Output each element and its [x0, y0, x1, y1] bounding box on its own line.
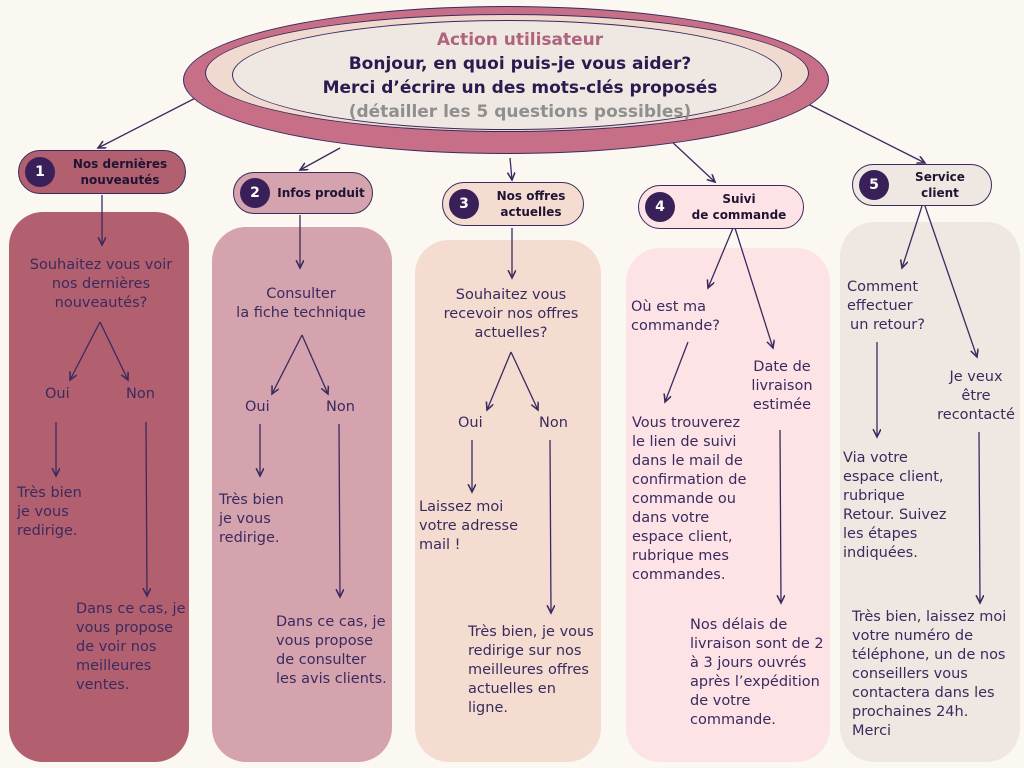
header-line-1: Bonjour, en quoi puis-je vous aider? — [348, 54, 692, 74]
column-5-background — [840, 222, 1020, 762]
column-5-question-1: Comment effectuer un retour? — [847, 279, 925, 333]
column-3-no-answer: Très bien, je vous redirige sur nos meil… — [468, 624, 594, 716]
column-3-yes: Oui — [458, 415, 483, 431]
category-4-pill[interactable]: 4 Suivi de commande — [638, 185, 804, 229]
column-4-question-2: Date de livraison estimée — [751, 359, 813, 413]
column-2-question: Consulter la fiche technique — [236, 286, 366, 321]
header-title: Action utilisateur — [436, 30, 604, 50]
column-3-question: Souhaitez vous recevoir nos offres actue… — [443, 287, 579, 341]
category-4-label-line1: Suivi — [722, 192, 756, 206]
column-4-answer-2: Nos délais de livraison sont de 2 à 3 jo… — [690, 617, 824, 728]
category-4-number: 4 — [645, 192, 675, 222]
category-5-number: 5 — [859, 170, 889, 200]
category-1-pill[interactable]: 1 Nos dernières nouveautés — [18, 150, 186, 194]
category-1-label-line2: nouveautés — [80, 173, 160, 187]
column-3-background — [415, 240, 601, 762]
column-1-background — [9, 212, 189, 762]
category-2-pill[interactable]: 2 Infos produit — [233, 172, 373, 214]
category-4-label-line2: de commande — [691, 208, 787, 222]
category-3-label-line2: actuelles — [500, 205, 562, 219]
category-3-number: 3 — [449, 189, 479, 219]
column-1-yes-answer: Très bien je vous redirige. — [17, 485, 82, 539]
column-1-no-answer: Dans ce cas, je vous propose de voir nos… — [76, 601, 186, 693]
column-2-yes-answer: Très bien je vous redirige. — [219, 492, 284, 546]
header-line-2: Merci d’écrire un des mots-clés proposés — [322, 78, 718, 98]
category-5-pill[interactable]: 5 Service client — [852, 164, 992, 206]
column-4-answer-1: Vous trouverez le lien de suivi dans le … — [632, 415, 747, 583]
header-line-3: (détailler les 5 questions possibles) — [348, 102, 692, 122]
category-1-number: 1 — [25, 157, 55, 187]
category-3-label-line1: Nos offres — [496, 189, 566, 203]
column-3-no: Non — [539, 415, 568, 431]
category-3-pill[interactable]: 3 Nos offres actuelles — [442, 182, 584, 226]
column-5-question-2: Je veux être recontacté — [937, 369, 1015, 423]
column-3-yes-answer: Laissez moi votre adresse mail ! — [419, 499, 518, 553]
header-ellipse-inner — [232, 20, 782, 130]
category-2-number: 2 — [240, 178, 270, 208]
column-1-no: Non — [126, 386, 155, 402]
column-4-background — [626, 248, 830, 762]
column-2-no-answer: Dans ce cas, je vous propose de consulte… — [276, 614, 387, 687]
column-1-question: Souhaitez vous voir nos dernières nouvea… — [29, 257, 173, 311]
column-5-answer-2: Très bien, laissez moi votre numéro de t… — [852, 609, 1007, 739]
category-1-label-line1: Nos dernières — [72, 157, 168, 171]
column-2-yes: Oui — [245, 399, 270, 415]
category-5-label-line1: Service — [915, 170, 965, 184]
column-1-yes: Oui — [45, 386, 70, 402]
column-4-question-1: Où est ma commande? — [631, 299, 720, 334]
column-2-background — [212, 227, 392, 762]
column-2-no: Non — [326, 399, 355, 415]
category-2-label: Infos produit — [277, 186, 365, 200]
column-5-answer-1: Via votre espace client, rubrique Retour… — [843, 450, 947, 561]
category-5-label-line2: client — [921, 186, 959, 200]
